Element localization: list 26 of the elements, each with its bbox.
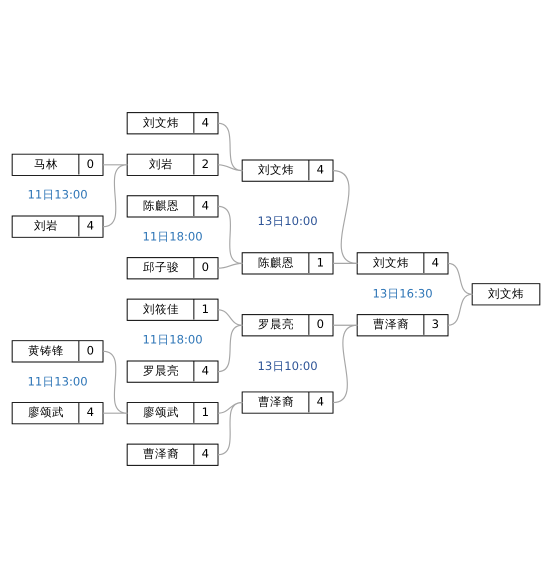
connector (218, 308, 242, 326)
connector (218, 164, 242, 171)
connector (332, 324, 358, 403)
connector (448, 262, 472, 294)
connector (218, 122, 242, 171)
label: 11日13:00 (28, 374, 88, 388)
label: 11日13:00 (28, 187, 88, 202)
connector (333, 324, 358, 326)
connector (218, 324, 242, 372)
connector (103, 164, 128, 165)
connector (218, 205, 242, 264)
connector (102, 164, 128, 227)
connector (333, 262, 358, 264)
connector (332, 170, 358, 264)
label: 11日18:00 (142, 332, 203, 346)
connector (218, 401, 242, 414)
node-box: 刘文炜 (472, 282, 540, 305)
label: 13日10:00 (258, 213, 318, 228)
label: 13日10:00 (258, 358, 318, 372)
connector (218, 262, 242, 268)
connector (102, 350, 128, 414)
label: 13日16:30 (372, 286, 433, 300)
connector (448, 293, 472, 326)
connector (103, 412, 128, 414)
connector (218, 401, 242, 455)
label: 11日18:00 (142, 228, 203, 243)
